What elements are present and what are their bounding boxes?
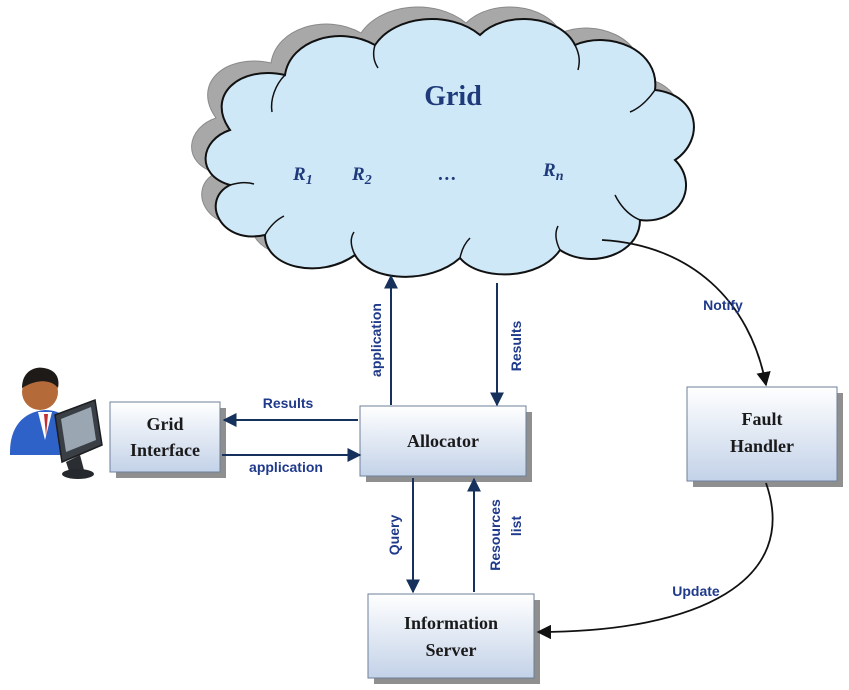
user-at-computer-icon <box>10 367 103 479</box>
information-server-label-line2: Server <box>426 640 477 660</box>
edge-resources-list: Resources list <box>467 477 524 592</box>
edge-update: Update <box>536 482 774 640</box>
resource-ellipsis: … <box>438 164 457 185</box>
edge-resources-list-label-line1: Resources <box>487 499 503 571</box>
edge-query-label: Query <box>386 515 402 556</box>
grid-cloud: Grid R1 R2 … Rn <box>204 18 695 278</box>
grid-interface-box: Grid Interface <box>109 401 226 478</box>
edge-results-to-interface: Results <box>222 395 358 427</box>
grid-interface-label-line1: Grid <box>146 414 183 434</box>
edge-application-to-grid: application <box>368 274 398 405</box>
fault-handler-label-line2: Handler <box>730 436 794 456</box>
cloud-title: Grid <box>424 81 482 112</box>
edge-results-from-grid: Results <box>490 283 524 407</box>
edge-notify: Notify <box>601 239 771 387</box>
edge-notify-label: Notify <box>703 297 743 313</box>
edge-results-to-interface-label: Results <box>263 395 314 411</box>
edge-query: Query <box>386 478 420 594</box>
information-server-box: Information Server <box>367 593 540 684</box>
allocator-box: Allocator <box>359 405 532 482</box>
edge-update-label: Update <box>672 583 720 599</box>
edge-application-to-allocator-label: application <box>249 459 323 475</box>
grid-interface-label-line2: Interface <box>130 440 200 460</box>
resource-r1: R1 <box>292 164 313 188</box>
edge-application-to-grid-label: application <box>368 303 384 377</box>
resource-r2: R2 <box>351 164 372 188</box>
allocator-label: Allocator <box>407 431 479 451</box>
edge-resources-list-label-line2: list <box>508 516 524 537</box>
fault-handler-label-line1: Fault <box>741 409 782 429</box>
edge-application-to-allocator: application <box>222 448 362 475</box>
information-server-label-line1: Information <box>404 613 498 633</box>
edge-results-from-grid-label: Results <box>508 321 524 372</box>
fault-handler-box: Fault Handler <box>686 386 843 487</box>
resource-rn: Rn <box>542 160 564 184</box>
